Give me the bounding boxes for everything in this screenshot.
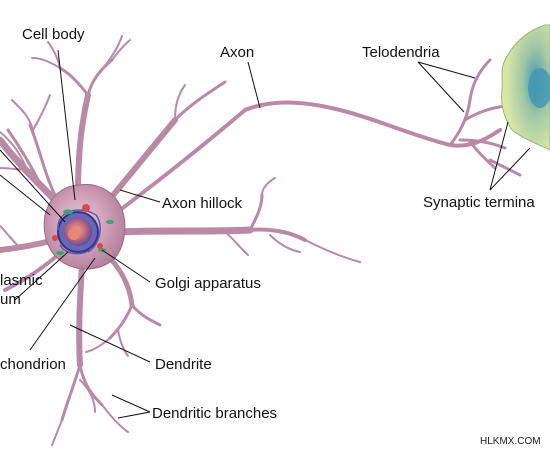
label-cell-body: Cell body bbox=[22, 26, 85, 43]
label-golgi-apparatus: Golgi apparatus bbox=[155, 275, 261, 292]
label-axon-hillock: Axon hillock bbox=[162, 195, 243, 212]
leader-golgi bbox=[101, 249, 151, 283]
label-telodendria: Telodendria bbox=[362, 44, 440, 61]
cell-body bbox=[43, 183, 126, 270]
leader-synaptic-2 bbox=[489, 147, 531, 191]
watermark-text: HLKMX.COM bbox=[480, 436, 541, 447]
label-dendritic-branches: Dendritic branches bbox=[152, 405, 277, 422]
leader-axon bbox=[247, 61, 261, 109]
dendrite-top bbox=[75, 92, 91, 198]
labels: Cell body Axon Telodendria Axon hillock … bbox=[0, 26, 541, 447]
leader-dendrite bbox=[69, 324, 151, 363]
axon bbox=[118, 100, 502, 212]
label-dendrite: Dendrite bbox=[155, 356, 212, 373]
synaptic-terminal-cell bbox=[501, 24, 550, 151]
golgi-apparatus-shape bbox=[97, 243, 103, 249]
leader-er bbox=[14, 251, 69, 301]
dendrites bbox=[0, 35, 361, 446]
leader-left-1 bbox=[0, 174, 51, 216]
leader-dendritic-branches-1 bbox=[111, 394, 151, 413]
leader-telodendria-1 bbox=[417, 61, 476, 79]
leader-axon-hillock bbox=[119, 189, 161, 203]
leader-lines bbox=[0, 49, 531, 419]
leader-dendritic-branches-2 bbox=[117, 411, 151, 419]
mitochondrion-dot bbox=[63, 209, 73, 215]
leader-left-2 bbox=[0, 149, 66, 223]
nucleolus bbox=[68, 228, 80, 240]
label-axon: Axon bbox=[220, 44, 254, 61]
label-mitochondrion: chondrion bbox=[0, 356, 66, 373]
label-synaptic-terminals: Synaptic termina bbox=[423, 194, 535, 211]
leader-synaptic-1 bbox=[489, 121, 509, 191]
label-endoplasmic-reticulum-line1: lasmic bbox=[0, 272, 43, 289]
label-endoplasmic-reticulum-line2: um bbox=[0, 291, 21, 308]
leader-telodendria-2 bbox=[417, 61, 465, 113]
dendrite-upper-left bbox=[0, 136, 64, 209]
leader-mitochondrion bbox=[29, 257, 96, 351]
leader-cell-body bbox=[57, 49, 76, 201]
